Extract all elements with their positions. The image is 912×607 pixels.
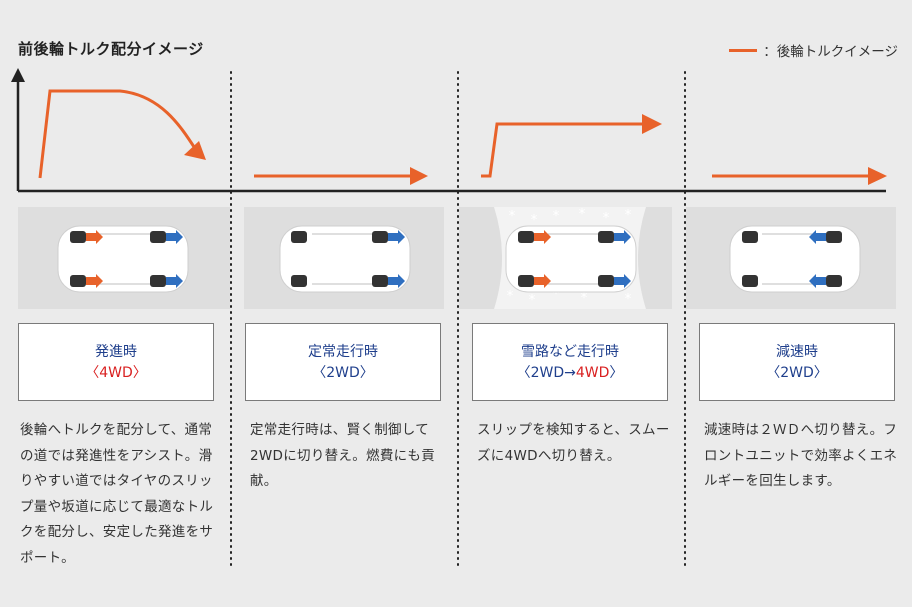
wheel-icon (70, 275, 86, 287)
mode-label: 定常走行時 (308, 344, 378, 360)
snowflake-icon: * (625, 292, 632, 307)
description-start: 後輪へトルクを配分して、通常の道では発進性をアシスト。滑りやすい道ではタイヤのス… (20, 422, 214, 566)
mode-card-snow: 雪路など走行時 〈2WD→4WD〉 (472, 323, 668, 401)
front-torque-arrow-icon (166, 230, 183, 244)
snowflake-icon: * (507, 289, 514, 304)
snowflake-icon: * (529, 293, 536, 308)
arrowhead-cruise-icon (410, 167, 428, 185)
arrowhead-snow-icon (642, 114, 662, 134)
wheel-icon (150, 275, 166, 287)
rear-torque-arrow-icon (534, 230, 551, 244)
front-torque-arrow-icon (388, 230, 405, 244)
legend-label: ：後輪トルクイメージ (763, 44, 898, 60)
rear-torque-arrow-icon (534, 274, 551, 288)
front-regen-arrow-icon (809, 274, 826, 288)
wheel-icon (372, 231, 388, 243)
arrowhead-decel-icon (868, 167, 887, 185)
car-cruise (279, 225, 411, 293)
snowflake-icon: * (531, 213, 538, 228)
snowflake-icon: * (553, 209, 560, 224)
snowflake-icon: * (579, 207, 586, 222)
rear-torque-arrow-icon (86, 274, 103, 288)
arrowhead-start-icon (184, 141, 206, 160)
drive-mode: 〈2WD→4WD〉 (516, 365, 624, 381)
legend-swatch (729, 48, 758, 52)
mode-label: 減速時 (776, 344, 818, 360)
wheel-icon (70, 231, 86, 243)
snowflake-icon: * (553, 287, 560, 302)
wheel-icon (518, 231, 534, 243)
description-decel: 減速時は２ＷＤへ切り替え。フロントユニットで効率よくエネルギーを回生します。 (704, 422, 898, 489)
mode-label: 雪路など走行時 (521, 344, 619, 360)
wheel-icon (150, 231, 166, 243)
wheel-icon (372, 275, 388, 287)
legend: ：後輪トルクイメージ (729, 40, 898, 60)
torque-curve-snow (481, 122, 645, 178)
road-3-right (638, 207, 672, 309)
wheel-icon (291, 231, 307, 243)
axes (11, 68, 886, 193)
car-start (57, 225, 189, 293)
torque-arrowheads (184, 114, 887, 185)
description-cruise: 定常走行時は、賢く制御して2WDに切り替え。燃費にも貢献。 (250, 422, 436, 489)
torque-curves (38, 89, 870, 179)
rear-torque-arrow-icon (86, 230, 103, 244)
torque-curve-start (38, 89, 198, 179)
drive-mode: 〈4WD〉 (85, 365, 147, 381)
front-torque-arrow-icon (166, 274, 183, 288)
y-axis-arrow-icon (11, 68, 25, 82)
front-regen-arrow-icon (809, 230, 826, 244)
wheel-icon (598, 275, 614, 287)
mode-label: 発進時 (95, 344, 137, 360)
drive-mode: 〈2WD〉 (312, 365, 374, 381)
snowflake-icon: * (509, 209, 516, 224)
front-torque-arrow-icon (388, 274, 405, 288)
wheel-icon (742, 275, 758, 287)
car-decel (729, 225, 861, 293)
mode-card-decel: 減速時 〈2WD〉 (699, 323, 895, 401)
snowflake-icon: * (603, 211, 610, 226)
separators (230, 71, 686, 566)
diagram-title: 前後輪トルク配分イメージ (18, 40, 204, 58)
mode-card-start: 発進時 〈4WD〉 (18, 323, 214, 401)
description-snow: スリップを検知すると、スムーズに4WDへ切り替え。 (477, 422, 670, 464)
wheel-icon (518, 275, 534, 287)
wheel-icon (742, 231, 758, 243)
wheel-icon (291, 275, 307, 287)
car-snow (505, 225, 637, 293)
front-torque-arrow-icon (614, 230, 631, 244)
wheel-icon (598, 231, 614, 243)
mode-card-cruise: 定常走行時 〈2WD〉 (245, 323, 441, 401)
wheel-icon (826, 231, 842, 243)
wheel-icon (826, 275, 842, 287)
front-torque-arrow-icon (614, 274, 631, 288)
snowflake-icon: * (581, 291, 588, 306)
road-3-left (459, 207, 502, 309)
drive-mode: 〈2WD〉 (766, 365, 828, 381)
snowflake-icon: * (625, 208, 632, 223)
